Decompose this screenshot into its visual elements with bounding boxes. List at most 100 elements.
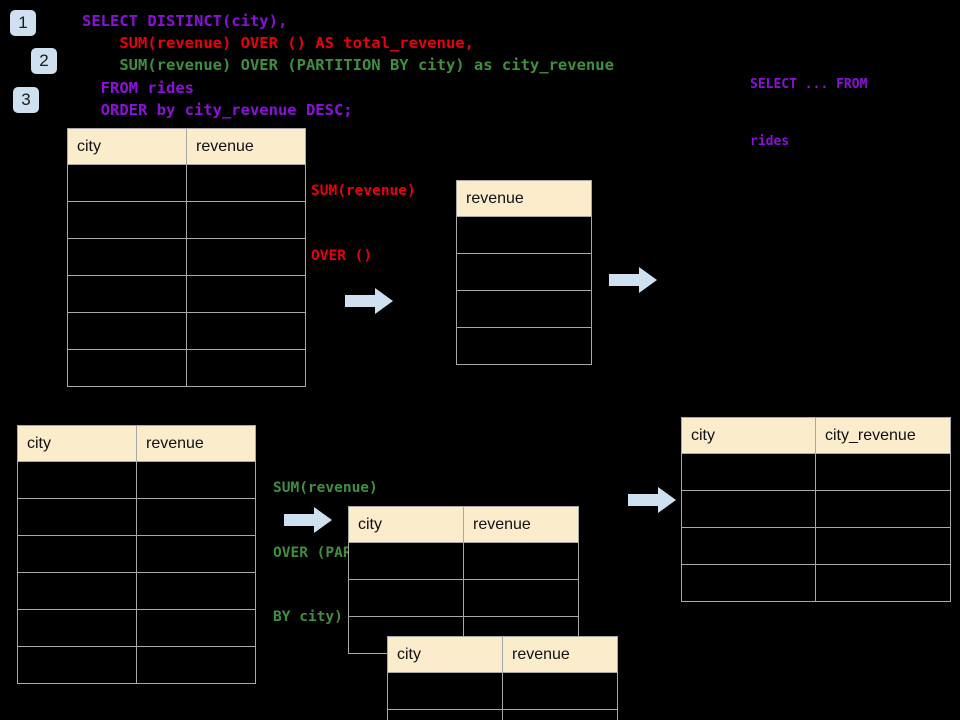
cell-city [681, 564, 816, 602]
cell-city [67, 201, 187, 239]
cell-city [67, 164, 187, 202]
column-header-revenue: revenue [463, 506, 579, 543]
sql-line-sum-over-partition: SUM(revenue) OVER (PARTITION BY city) as… [82, 56, 614, 74]
table-row [17, 609, 256, 647]
partition-group-table-front: city revenue [387, 636, 618, 720]
cell-city [681, 527, 816, 565]
cell-city [681, 453, 816, 491]
column-header-city: city [387, 636, 503, 673]
table-row [681, 490, 951, 528]
cell-revenue [136, 461, 256, 499]
cell-city [681, 490, 816, 528]
cell-revenue [136, 572, 256, 610]
arrow-total-to-result [609, 267, 657, 293]
cell-revenue [136, 609, 256, 647]
cell-revenue [186, 275, 306, 313]
column-header-city: city [17, 425, 137, 462]
table-row [456, 253, 592, 291]
table-header-row: revenue [456, 180, 592, 217]
sql-line-order-by: ORDER by city_revenue DESC; [82, 101, 353, 119]
table-row [348, 542, 579, 580]
table-row [67, 312, 306, 350]
column-header-city-revenue: city_revenue [815, 417, 951, 454]
cell-revenue [186, 349, 306, 387]
column-header-revenue: revenue [502, 636, 618, 673]
total-revenue-table: revenue [456, 180, 592, 365]
arrow-source-to-total [345, 288, 393, 314]
step-badge-3: 3 [13, 87, 39, 113]
cell-revenue [136, 535, 256, 573]
annotation-over-empty: SUM(revenue) OVER () [311, 138, 416, 310]
cell-revenue [502, 709, 618, 720]
cell-revenue [456, 253, 592, 291]
cell-revenue [463, 579, 579, 617]
table-header-row: city revenue [348, 506, 579, 543]
cell-city-revenue [815, 527, 951, 565]
cell-city [67, 312, 187, 350]
table-row [387, 672, 618, 710]
cell-city [17, 498, 137, 536]
cell-revenue [502, 672, 618, 710]
table-row [67, 238, 306, 276]
annotation-over-partition-line3: BY city) [273, 609, 343, 625]
sql-line-sum-over-empty: SUM(revenue) OVER () AS total_revenue, [82, 34, 474, 52]
column-header-revenue: revenue [456, 180, 592, 217]
column-header-city: city [348, 506, 464, 543]
cell-revenue [186, 201, 306, 239]
column-header-revenue: revenue [186, 128, 306, 165]
cell-city [67, 238, 187, 276]
cell-city [17, 609, 137, 647]
annotation-over-empty-line2: OVER () [311, 247, 373, 264]
cell-revenue [463, 542, 579, 580]
cell-city-revenue [815, 453, 951, 491]
cell-city [387, 709, 503, 720]
cell-city [67, 275, 187, 313]
cell-revenue [456, 290, 592, 328]
final-result-table: city city_revenue [681, 417, 951, 602]
cell-revenue [136, 498, 256, 536]
table-row [17, 535, 256, 573]
table-row [67, 275, 306, 313]
table-row [681, 453, 951, 491]
annotation-select-from-line2: rides [750, 134, 790, 149]
cell-city [67, 349, 187, 387]
cell-city [348, 542, 464, 580]
cell-city-revenue [815, 490, 951, 528]
arrow-partition-to-result [628, 487, 676, 513]
table-row [681, 564, 951, 602]
cell-city [348, 579, 464, 617]
cell-city [387, 672, 503, 710]
annotation-select-from: SELECT ... FROM rides [750, 37, 867, 189]
table-row [348, 579, 579, 617]
cell-revenue [186, 164, 306, 202]
step-badge-1: 1 [10, 10, 36, 36]
cell-city [17, 461, 137, 499]
table-row [387, 709, 618, 720]
table-row [17, 461, 256, 499]
table-row [17, 646, 256, 684]
annotation-select-from-line1: SELECT ... FROM [750, 77, 868, 92]
cell-city [17, 646, 137, 684]
table-row [17, 498, 256, 536]
step-badge-2: 2 [31, 48, 57, 74]
cell-revenue [456, 216, 592, 254]
annotation-over-empty-line1: SUM(revenue) [311, 183, 416, 199]
table-header-row: city revenue [17, 425, 256, 462]
sql-line-from-rides: FROM rides [82, 79, 194, 97]
cell-revenue [136, 646, 256, 684]
table-row [67, 201, 306, 239]
table-header-row: city revenue [67, 128, 306, 165]
rides-source-table: city revenue [67, 128, 306, 387]
table-header-row: city revenue [387, 636, 618, 673]
table-row [456, 290, 592, 328]
table-row [67, 349, 306, 387]
column-header-revenue: revenue [136, 425, 256, 462]
arrow-source-to-partition [284, 507, 332, 533]
annotation-over-partition-line1: SUM(revenue) [273, 480, 378, 496]
table-row [456, 327, 592, 365]
sql-line-select-distinct: SELECT DISTINCT(city), [82, 12, 288, 30]
table-row [681, 527, 951, 565]
column-header-city: city [67, 128, 187, 165]
table-row [67, 164, 306, 202]
